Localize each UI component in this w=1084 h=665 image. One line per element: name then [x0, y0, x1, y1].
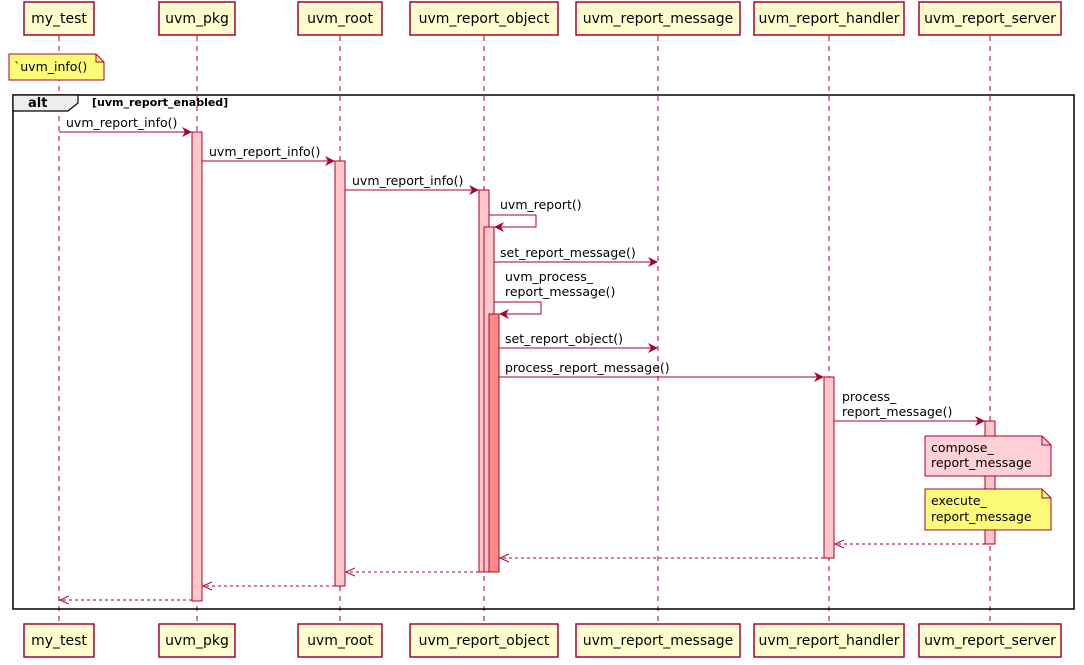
activations	[191, 131, 996, 602]
participant-uvm-pkg[interactable]: uvm_pkg	[158, 1, 236, 36]
participant-uvm-report-message-bottom[interactable]: uvm_report_message	[575, 623, 741, 658]
note-execute-report-message: execute_ report_message	[924, 488, 1052, 531]
activation-uvm-root	[334, 160, 346, 587]
participant-uvm-root[interactable]: uvm_root	[297, 1, 383, 36]
participant-my-test[interactable]: my_test	[23, 1, 95, 36]
alt-keyword: alt	[28, 96, 47, 111]
note-compose-report-message: compose_ report_message	[924, 435, 1052, 477]
label-m9-line2: report_message()	[842, 404, 952, 419]
alt-guard: [uvm_report_enabled]	[92, 96, 228, 109]
participant-uvm-report-handler[interactable]: uvm_report_handler	[753, 1, 905, 36]
participant-uvm-report-server[interactable]: uvm_report_server	[918, 1, 1062, 36]
label-m5: set_report_message()	[500, 245, 636, 260]
svg-text:uvm_report_handler: uvm_report_handler	[758, 11, 899, 27]
participant-uvm-pkg-bottom[interactable]: uvm_pkg	[158, 623, 236, 658]
svg-text:uvm_report_message: uvm_report_message	[583, 633, 733, 649]
activation-report-object-3	[488, 313, 500, 573]
activation-report-handler	[823, 376, 835, 559]
svg-text:report_message: report_message	[931, 455, 1032, 470]
label-m6-line2: report_message()	[505, 284, 615, 299]
messages	[59, 127, 985, 426]
svg-text:uvm_pkg: uvm_pkg	[165, 633, 229, 649]
participants-top: my_test uvm_pkg uvm_root uvm_report_obje…	[23, 1, 1062, 36]
participant-uvm-report-object-bottom[interactable]: uvm_report_object	[409, 623, 559, 658]
label-m9-line1: process_	[842, 389, 897, 404]
svg-text:uvm_pkg: uvm_pkg	[165, 11, 229, 27]
participants-bottom: my_test uvm_pkg uvm_root uvm_report_obje…	[23, 623, 1062, 658]
label-m3: uvm_report_info()	[352, 173, 463, 188]
svg-text:execute_: execute_	[931, 493, 988, 508]
label-m7: set_report_object()	[505, 331, 623, 346]
participant-uvm-report-message[interactable]: uvm_report_message	[575, 1, 741, 36]
participant-uvm-report-handler-bottom[interactable]: uvm_report_handler	[753, 623, 905, 658]
svg-text:uvm_root: uvm_root	[307, 11, 373, 27]
participant-uvm-report-server-bottom[interactable]: uvm_report_server	[918, 623, 1062, 658]
msg-uvm-report	[489, 214, 537, 232]
participant-uvm-report-object[interactable]: uvm_report_object	[409, 1, 559, 36]
message-labels: uvm_report_info() uvm_report_info() uvm_…	[66, 115, 952, 419]
label-m6-line1: uvm_process_	[505, 269, 594, 284]
activation-report-server	[984, 420, 996, 545]
return-messages	[60, 544, 985, 600]
svg-text:my_test: my_test	[31, 11, 87, 27]
svg-text:compose_: compose_	[931, 440, 994, 455]
label-m8: process_report_message()	[505, 360, 670, 375]
svg-text:uvm_report_object: uvm_report_object	[419, 633, 550, 649]
label-m1: uvm_report_info()	[66, 115, 177, 130]
svg-text:uvm_report_server: uvm_report_server	[924, 11, 1056, 27]
svg-text:uvm_report_server: uvm_report_server	[924, 633, 1056, 649]
svg-text:uvm_root: uvm_root	[307, 633, 373, 649]
label-m2: uvm_report_info()	[209, 144, 320, 159]
svg-text:uvm_report_handler: uvm_report_handler	[758, 633, 899, 649]
note-uvm-info: `uvm_info()	[8, 53, 105, 81]
activation-uvm-pkg	[191, 131, 203, 602]
svg-text:report_message: report_message	[931, 509, 1032, 524]
svg-text:my_test: my_test	[31, 633, 87, 649]
svg-text:uvm_report_object: uvm_report_object	[419, 11, 550, 27]
msg-uvm-process-report-message	[494, 301, 542, 319]
label-m4: uvm_report()	[500, 197, 582, 212]
participant-uvm-root-bottom[interactable]: uvm_root	[297, 623, 383, 658]
participant-my-test-bottom[interactable]: my_test	[23, 623, 95, 658]
svg-text:uvm_report_message: uvm_report_message	[583, 11, 733, 27]
svg-text:`uvm_info(): `uvm_info()	[14, 59, 87, 74]
alt-fragment: alt [uvm_report_enabled]	[12, 94, 1075, 610]
